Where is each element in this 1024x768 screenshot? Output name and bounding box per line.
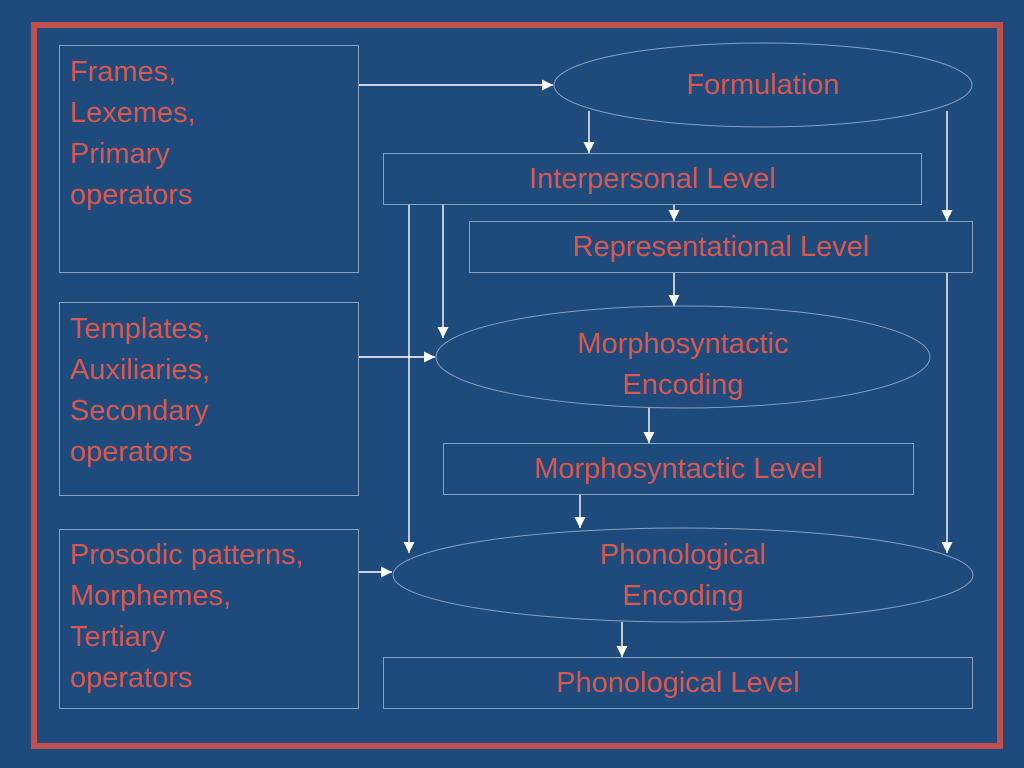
phonological-resources-label: Prosodic patterns, Morphemes, Tertiary o…	[70, 539, 304, 694]
formulation-label: Formulation	[686, 69, 840, 101]
phonological-level-label: Phonological Level	[556, 667, 800, 699]
morphosyntactic-encoding-ellipse	[435, 305, 931, 409]
representational-level-box	[469, 221, 973, 273]
lexical-resources-label: Frames, Lexemes, Primary operators	[70, 56, 196, 211]
formulation-ellipse	[553, 42, 973, 128]
morphosyntactic-level-box	[443, 443, 914, 495]
morphosyntactic-level-label: Morphosyntactic Level	[534, 453, 823, 485]
interpersonal-level-box	[383, 153, 922, 205]
morphosyntactic-encoding-label: Morphosyntactic Encoding	[577, 328, 789, 401]
interpersonal-level-label: Interpersonal Level	[529, 163, 776, 195]
grammatical-resources-box	[59, 302, 359, 496]
representational-level-label: Representational Level	[572, 231, 870, 263]
phonological-resources-box	[59, 529, 359, 709]
phonological-encoding-label: Phonological Encoding	[599, 539, 767, 612]
slide-frame	[31, 22, 1003, 749]
lexical-resources-box	[59, 45, 359, 273]
phonological-encoding-ellipse	[392, 527, 974, 623]
grammatical-resources-label: Templates, Auxiliaries, Secondary operat…	[70, 313, 211, 468]
phonological-level-box	[383, 657, 973, 709]
